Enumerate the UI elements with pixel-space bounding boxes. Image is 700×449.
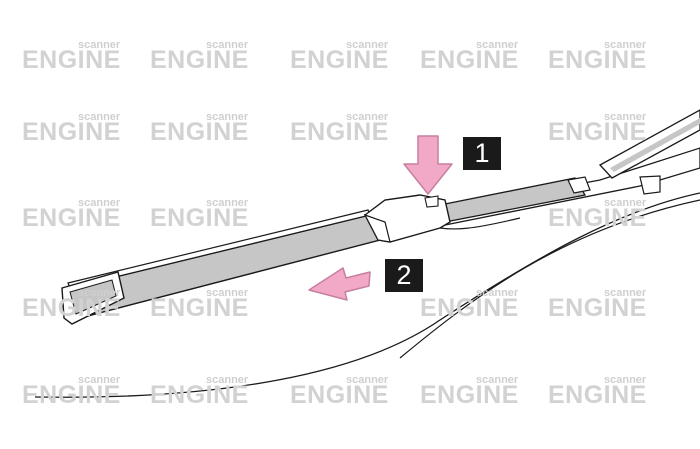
- arrow-slide-left: [308, 267, 371, 301]
- wiper-adapter-curve: [439, 217, 521, 230]
- step-2-callout: 2: [385, 259, 423, 292]
- wiper-arm-hinge: [639, 175, 661, 195]
- wiper-blade-upper-cap: [567, 176, 591, 194]
- wiper-blade: [69, 214, 381, 319]
- arrow-press-down: [403, 135, 453, 195]
- windscreen-edge-curve: [34, 192, 700, 398]
- wiper-adapter-front: [363, 213, 391, 243]
- wiper-blade-end-cap-inner: [69, 279, 117, 315]
- wiper-adapter-latch: [424, 195, 439, 208]
- windscreen-inner-curve: [399, 199, 700, 359]
- wiper-arm-shade: [610, 118, 700, 172]
- step-1-callout: 1: [463, 137, 501, 170]
